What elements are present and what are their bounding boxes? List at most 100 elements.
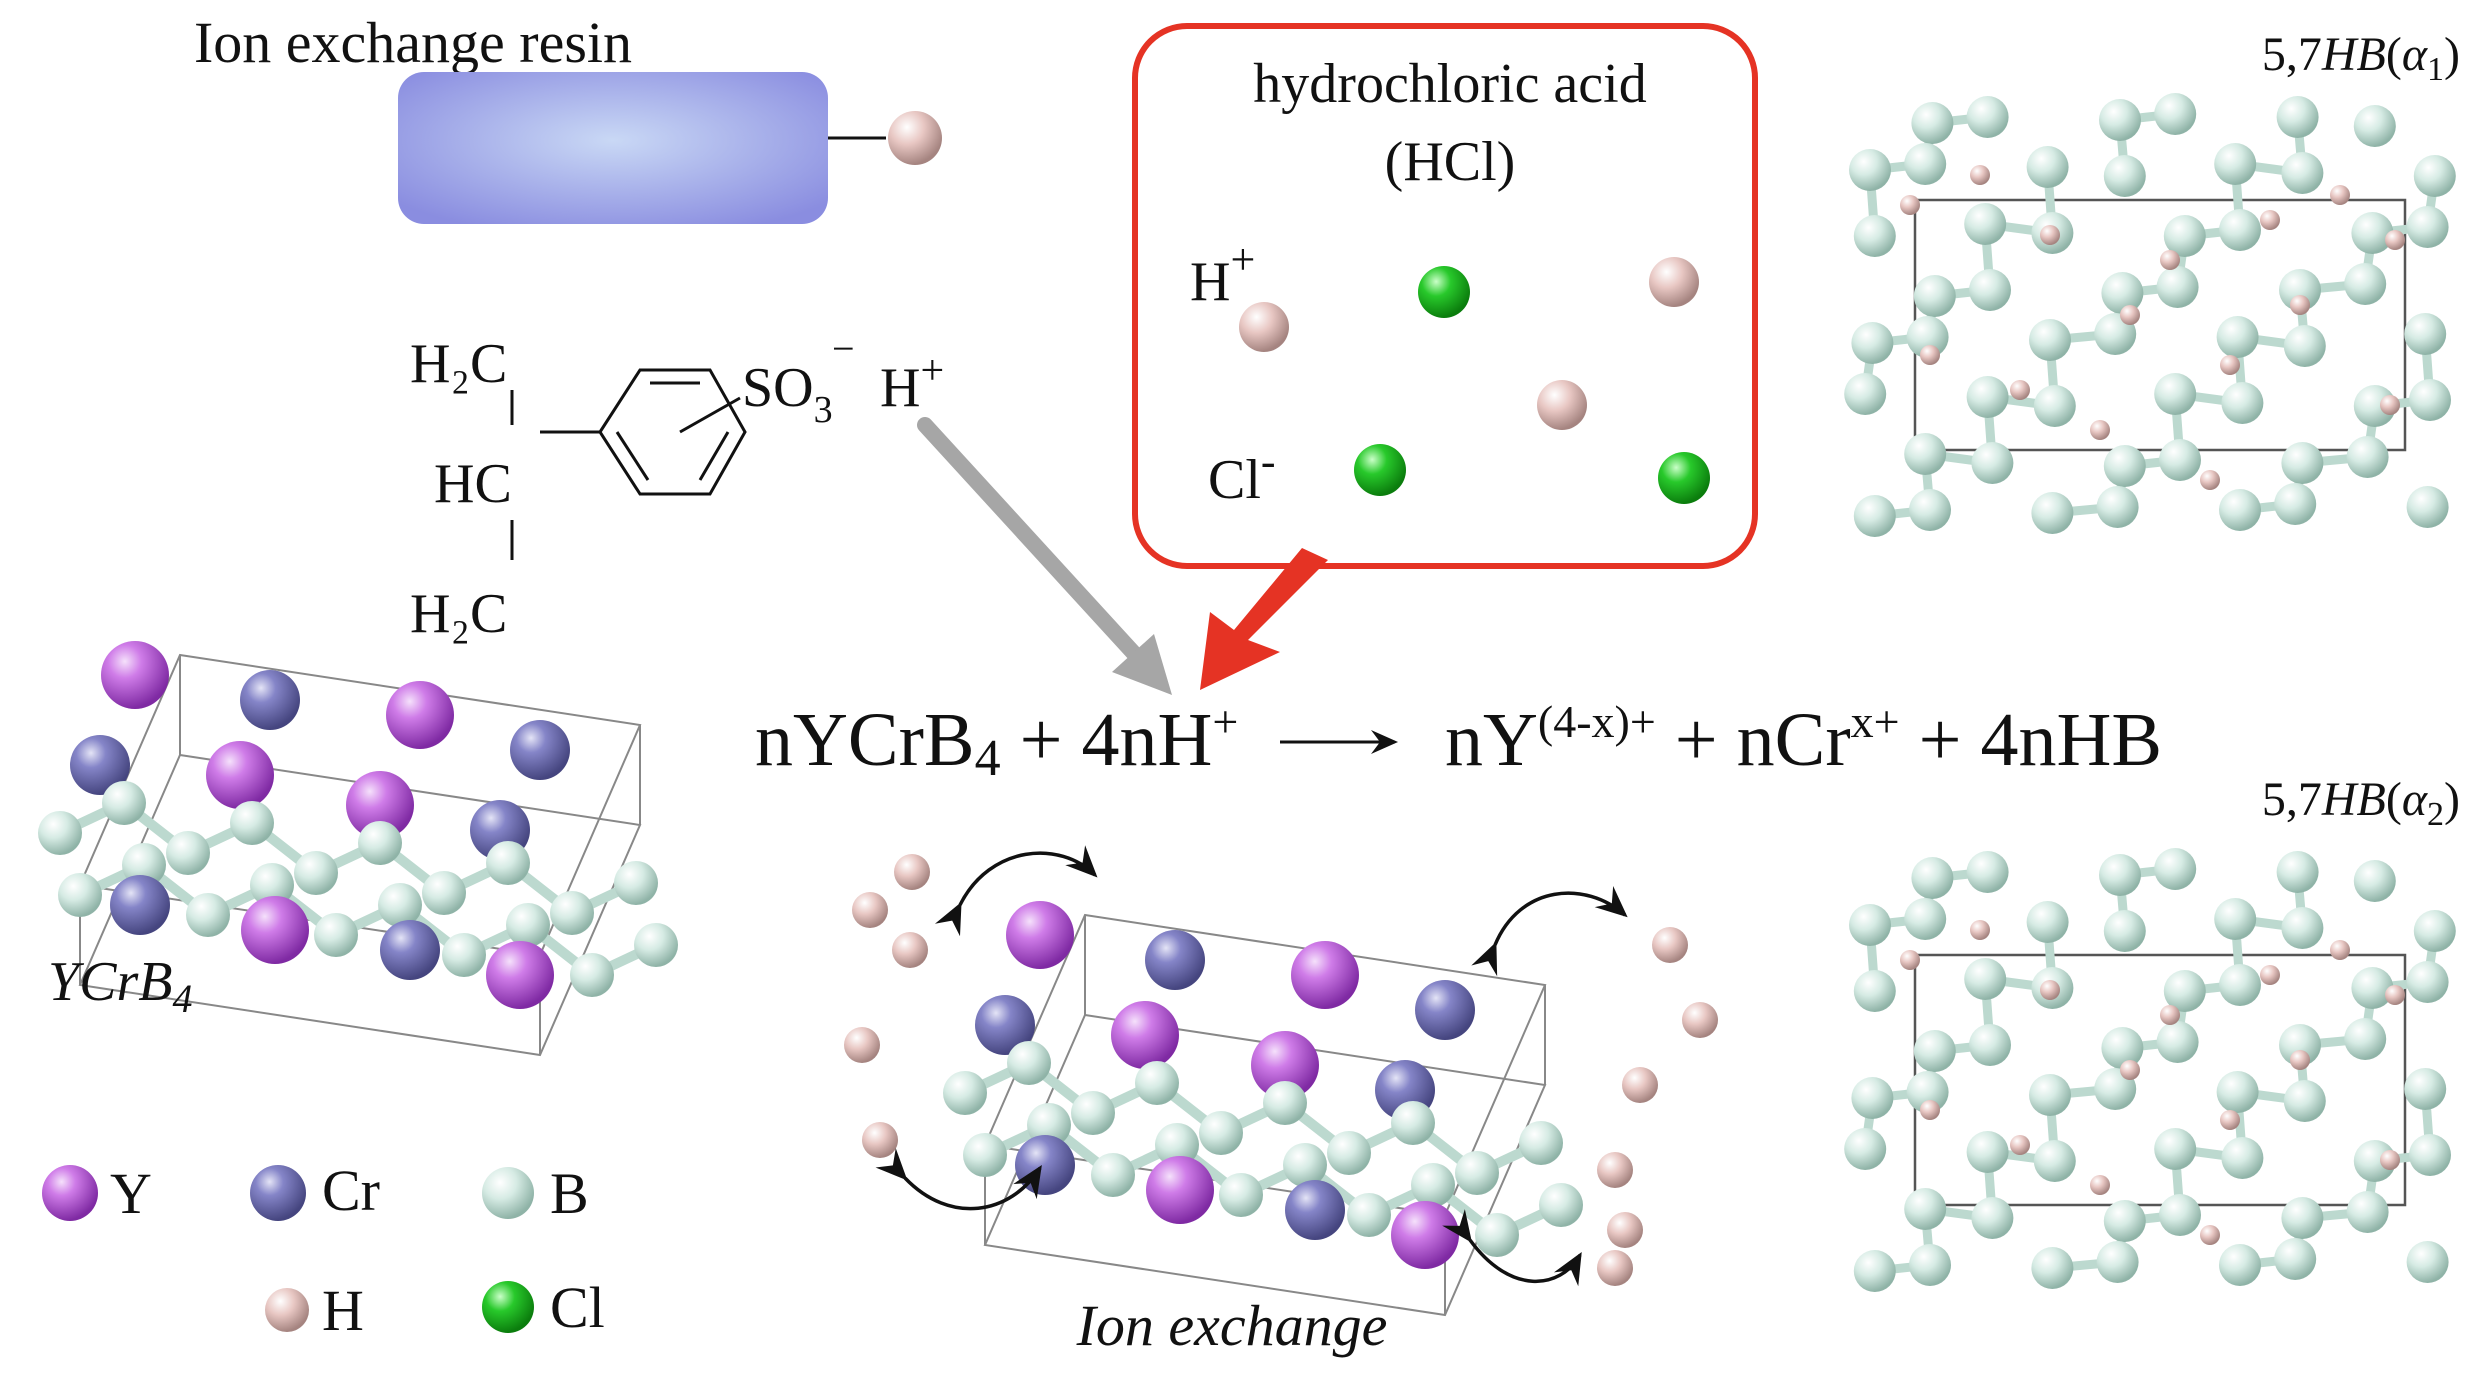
legend-item-cr: Cr (250, 1158, 380, 1223)
b-atom (2033, 385, 2076, 427)
acid-box-border (1132, 23, 1758, 569)
ycrb4-structure (38, 641, 678, 1057)
ion-exchange-structure (844, 854, 1718, 1317)
b-atom (2344, 263, 2387, 305)
b-atom (1283, 1143, 1327, 1187)
reaction-equation: nYCrB4 + 4nH+ nY(4-x)+ + nCrx+ + 4nHB (755, 696, 2162, 787)
y-atom (1391, 1201, 1459, 1269)
b-atom (1007, 1041, 1051, 1085)
b-atom (2406, 961, 2449, 1003)
b-atom (1904, 433, 1947, 475)
benzene-ring (598, 368, 747, 496)
y-atom (101, 641, 169, 709)
b-atom (2276, 96, 2319, 138)
b-atom (1219, 1173, 1263, 1217)
b-atom (1911, 857, 1954, 899)
b-atom (2353, 1140, 2396, 1182)
acid-box: hydrochloric acid (HCl) H+ Cl- (1132, 23, 1758, 569)
gray-arrow (917, 417, 1172, 695)
ion-exchange-label: Ion exchange (1076, 1293, 1388, 1358)
acid-cl-label: Cl- (1208, 437, 1276, 511)
h-atom (1920, 345, 1940, 365)
b-atom (1851, 1077, 1894, 1119)
h-atom (2010, 1135, 2030, 1155)
b-atom (2281, 152, 2324, 194)
h-atom (1970, 165, 1990, 185)
b-atom (1906, 1071, 1949, 1113)
b-atom (2353, 860, 2396, 902)
legend-swatch-cl (482, 1281, 534, 1333)
cr-atom (70, 735, 130, 795)
b-atom (2344, 1018, 2387, 1060)
formula-bond-so3 (679, 396, 741, 434)
b-atom (2103, 445, 2146, 487)
formula-h2c-bottom: H₂C (410, 583, 507, 645)
b-atom (1347, 1193, 1391, 1237)
b-atom (486, 841, 530, 885)
h-atom (844, 1027, 880, 1063)
formula-h2c-top: H₂C (410, 333, 507, 395)
b-atom (614, 861, 658, 905)
b-atom (2406, 1241, 2449, 1283)
legend-item-cl: Cl (482, 1275, 605, 1340)
b-atom (250, 863, 294, 907)
h-atom (2200, 470, 2220, 490)
b-atom (2029, 319, 2071, 361)
b-atom (2221, 382, 2264, 424)
b-atom (2163, 215, 2206, 257)
b-atom (1909, 489, 1951, 531)
h-atom (2220, 355, 2240, 375)
y-atom (1291, 941, 1359, 1009)
b-atom (1844, 373, 1887, 415)
b-atom (2026, 901, 2069, 943)
y-atom (241, 896, 309, 964)
b-atom (1966, 96, 2009, 138)
b-atom (1904, 1188, 1947, 1230)
b-atom (943, 1071, 987, 1115)
b-atom (2353, 385, 2396, 427)
b-atom (1327, 1131, 1371, 1175)
acid-cl-ion (1418, 266, 1470, 318)
h-atom (2290, 1050, 2310, 1070)
exchange-arrow (1471, 886, 1628, 977)
b-atom (1913, 275, 1956, 317)
b-atom (294, 851, 338, 895)
exchange-arrow (934, 845, 1098, 937)
h-atom (2040, 225, 2060, 245)
acid-h-ion (1649, 257, 1699, 307)
h-atom (2160, 250, 2180, 270)
b-atom (1411, 1163, 1455, 1207)
h-atom (1597, 1152, 1633, 1188)
h-atom (2220, 1110, 2240, 1130)
b-atom (570, 953, 614, 997)
h-atom (1622, 1067, 1658, 1103)
reaction-lhs: nYCrB4 + 4nH+ (755, 696, 1238, 787)
b-atom (2276, 851, 2319, 893)
h-atom (2380, 1150, 2400, 1170)
h-atom (1900, 950, 1920, 970)
formula-so3: SO3 (742, 357, 833, 431)
b-atom (1849, 904, 1891, 946)
resin-h-atom (888, 111, 942, 165)
b-atom (1904, 143, 1947, 185)
y-atom (1111, 1001, 1179, 1069)
h-atom (2200, 1225, 2220, 1245)
exchange-arrows (875, 845, 1628, 1287)
b-atom (1539, 1183, 1583, 1227)
b-atom (2096, 1241, 2139, 1283)
cr-atom (380, 920, 440, 980)
h-atom (852, 892, 888, 928)
legend-label-cl: Cl (550, 1275, 605, 1340)
b-atom (2101, 1027, 2144, 1069)
h-atom (2330, 185, 2350, 205)
b-atom (2156, 266, 2199, 308)
b-atom (1904, 898, 1947, 940)
b-atom (1199, 1111, 1243, 1155)
b-atom (2103, 1200, 2146, 1242)
b-atom (2409, 1134, 2451, 1176)
b-atom (1966, 851, 2009, 893)
cr-atom (975, 995, 1035, 1055)
b-atom (422, 871, 466, 915)
b-atom (186, 893, 230, 937)
b-atom (1853, 495, 1896, 537)
